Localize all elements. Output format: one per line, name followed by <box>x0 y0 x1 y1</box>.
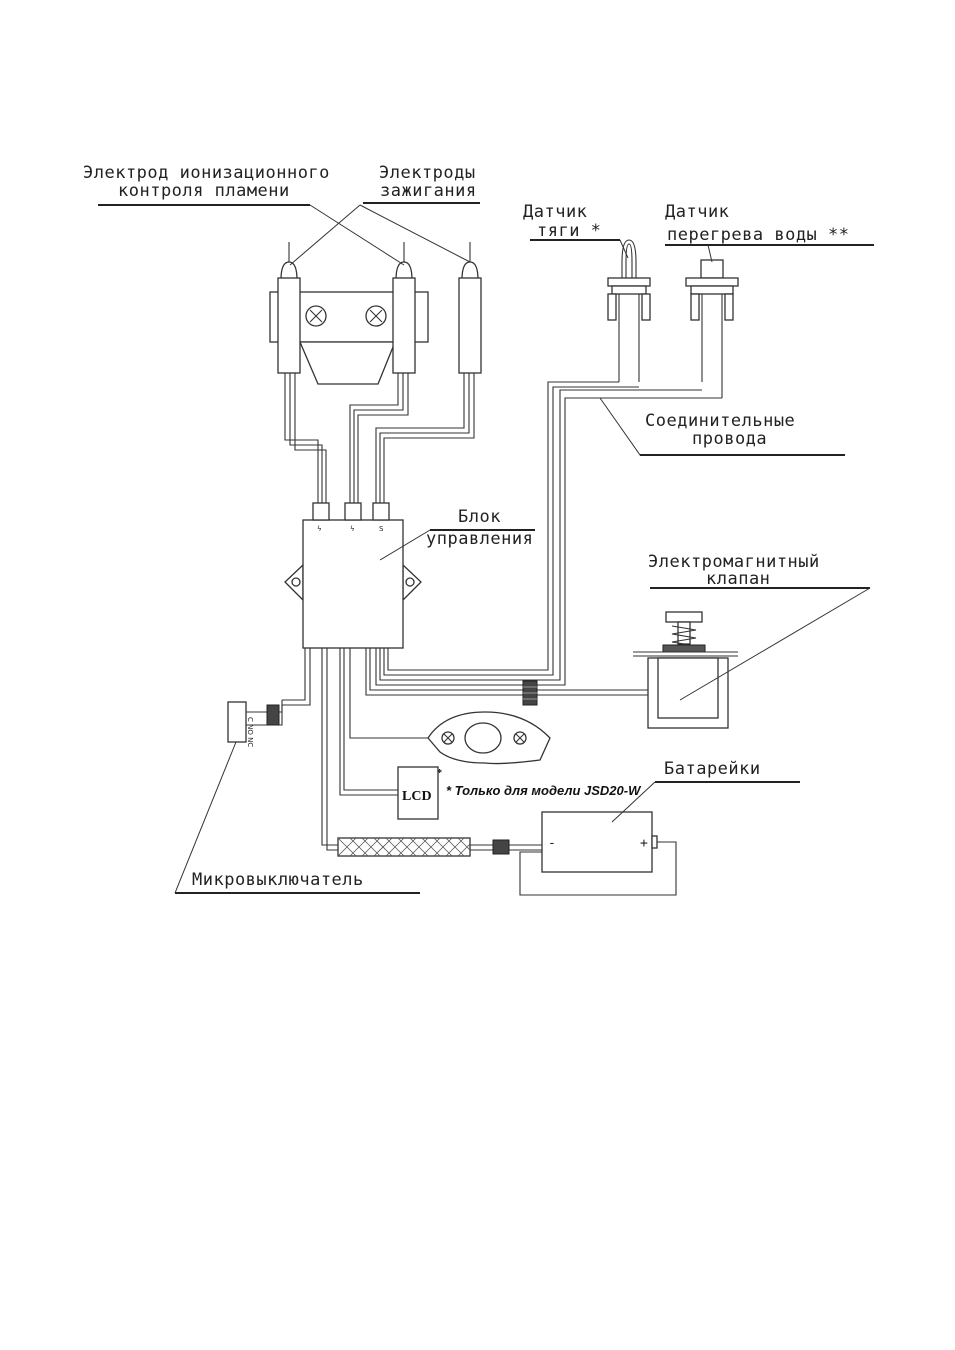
control-unit: ϟ ϟ S <box>285 503 421 648</box>
ion-electrode-label: контроля пламени <box>118 181 290 201</box>
connector-mark: ϟ <box>317 525 322 533</box>
lcd-note: * Только для модели JSD20-W <box>446 783 642 798</box>
ignition-electrodes-label: Электроды <box>379 163 476 183</box>
draft-sensor-label: тяги * <box>537 221 601 241</box>
solenoid-cable <box>366 648 650 705</box>
burner-electrode-assembly <box>270 242 481 384</box>
overheat-sensor-label: Датчик <box>665 202 729 222</box>
microswitch-label: Микровыключатель <box>192 870 364 890</box>
overheat-sensor <box>686 260 738 398</box>
lcd-star: * <box>437 768 442 779</box>
wires-label: Соединительные <box>645 411 795 431</box>
batteries-label: Батарейки <box>664 759 761 779</box>
connector-mark: S <box>379 525 384 533</box>
solenoid-label: клапан <box>706 569 770 589</box>
screw-icon <box>514 732 526 744</box>
connector-mark: ϟ <box>350 525 355 533</box>
wires-label: провода <box>692 429 767 449</box>
control-unit-label: Блок <box>458 507 501 527</box>
ignition-electrodes-label: зажигания <box>380 181 477 201</box>
solenoid-valve <box>633 612 738 728</box>
screw-icon <box>306 306 326 326</box>
battery-minus: - <box>548 836 556 851</box>
lcd-label: LCD <box>402 789 432 804</box>
microswitch: C NO NC <box>228 648 310 747</box>
battery-plus: + <box>640 836 648 851</box>
screw-icon <box>442 732 454 744</box>
draft-sensor <box>608 240 650 382</box>
overheat-sensor-label: перегрева воды ** <box>667 225 850 245</box>
control-unit-label: управления <box>426 529 533 549</box>
switch-pins: C NO NC <box>246 717 254 747</box>
ion-electrode-label: Электрод ионизационного <box>83 163 330 183</box>
draft-sensor-label: Датчик <box>523 202 587 222</box>
electrode-wires <box>285 373 474 505</box>
screw-icon <box>366 306 386 326</box>
